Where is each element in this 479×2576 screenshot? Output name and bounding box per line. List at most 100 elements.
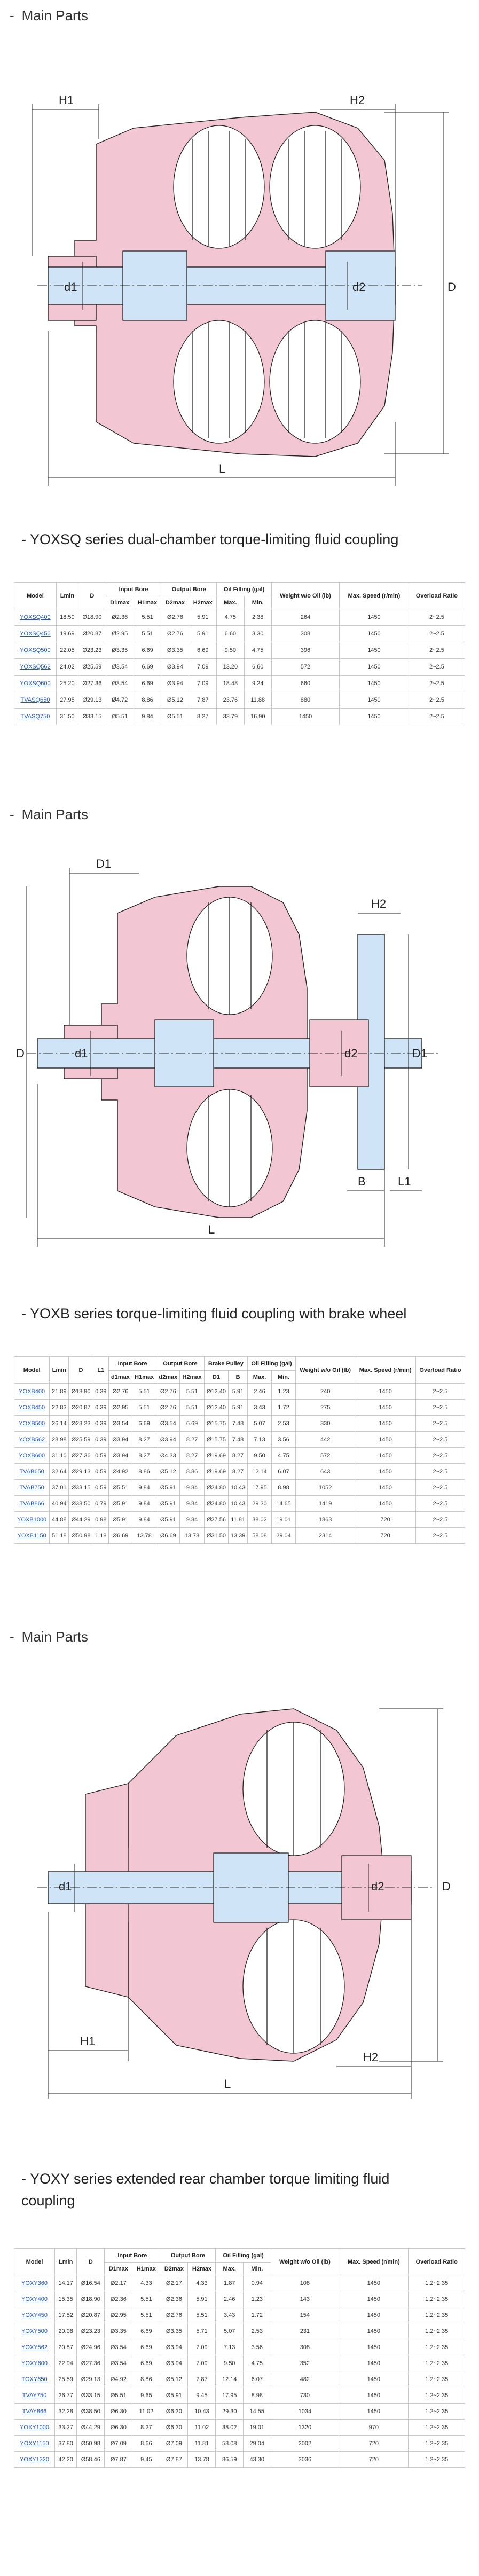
subtitle-dash: -	[21, 1306, 30, 1322]
table-cell: 0.94	[243, 2275, 271, 2291]
model-link[interactable]: YOXSQ450	[14, 625, 57, 642]
yoxsq-diagram: H1 H2 d1 d2 D L	[32, 93, 456, 486]
model-link[interactable]: TOXY650	[13, 2371, 56, 2387]
model-link[interactable]: YOXY450	[13, 2307, 56, 2323]
table-cell: 1.2~2.35	[408, 2355, 465, 2371]
table-cell: 1.2~2.35	[408, 2323, 465, 2339]
model-link[interactable]: TVAB750	[13, 1479, 50, 1496]
table-cell: 2~2.5	[415, 1479, 466, 1496]
table-cell: 2~2.5	[408, 675, 466, 692]
table-cell: 25.20	[56, 675, 78, 692]
table-cell: 970	[339, 2419, 409, 2436]
th-input-bore: Input Bore	[105, 582, 162, 596]
model-link[interactable]: YOXY1150	[13, 2435, 56, 2452]
model-link[interactable]: YOXB400	[13, 1383, 50, 1400]
table-cell: 0.39	[92, 1399, 109, 1416]
th-h1max: H1max	[132, 2262, 161, 2275]
model-link[interactable]: YOXSQ500	[14, 642, 57, 659]
table-cell: 7.48	[228, 1431, 248, 1448]
th-model: Model	[13, 2248, 56, 2275]
model-link[interactable]: YOXY360	[13, 2275, 56, 2291]
table-cell: 1034	[270, 2403, 340, 2420]
model-link[interactable]: YOXY500	[13, 2323, 56, 2339]
table-cell: 8.66	[132, 2435, 161, 2452]
model-link[interactable]: YOXSQ400	[14, 609, 57, 626]
table-cell: 5.51	[131, 1399, 157, 1416]
dim-d1: d1	[64, 280, 77, 294]
table-cell: 2~2.5	[415, 1415, 466, 1432]
th-lmin: Lmin	[49, 1356, 69, 1384]
table-cell: Ø2.76	[161, 625, 190, 642]
table-cell: 5.51	[133, 609, 162, 626]
th-weight: Weight w/o Oil (lb)	[270, 2248, 340, 2275]
table-cell: 2.46	[247, 1383, 272, 1400]
table-cell: 143	[270, 2291, 340, 2307]
table-cell: Ø3.94	[160, 2339, 189, 2355]
table-cell: 1.72	[243, 2307, 271, 2323]
model-link[interactable]: YOXB500	[13, 1415, 50, 1432]
model-link[interactable]: YOXY1000	[13, 2419, 56, 2436]
table-cell: 11.88	[244, 692, 272, 709]
table-cell: 22.05	[56, 642, 78, 659]
table-cell: 18.48	[216, 675, 245, 692]
th-lmin: Lmin	[56, 582, 78, 609]
table-cell: 1450	[339, 2323, 409, 2339]
th-input-bore: Input Bore	[104, 2248, 161, 2263]
table-cell: Ø27.36	[77, 675, 106, 692]
section-2-subtitle: - YOXB series torque-limiting fluid coup…	[21, 1303, 406, 1325]
table-cell: Ø2.76	[161, 609, 190, 626]
table-cell: 17.52	[54, 2307, 77, 2323]
model-link[interactable]: YOXB1150	[13, 1527, 50, 1544]
table-cell: Ø6.30	[104, 2403, 133, 2420]
model-link[interactable]: TVASQ650	[14, 692, 57, 709]
model-link[interactable]: YOXB562	[13, 1431, 50, 1448]
table-cell: Ø50.98	[76, 2435, 105, 2452]
table-cell: 13.78	[179, 1527, 205, 1544]
th-d2max: d2max	[156, 1370, 180, 1384]
model-link[interactable]: YOXY400	[13, 2291, 56, 2307]
table-cell: 51.18	[49, 1527, 69, 1544]
model-link[interactable]: TVAY750	[13, 2387, 56, 2404]
model-link[interactable]: YOXSQ562	[14, 658, 57, 676]
table-cell: Ø3.54	[156, 1415, 180, 1432]
table-cell: 29.30	[247, 1495, 272, 1512]
dim-h1: H1	[59, 93, 74, 107]
model-link[interactable]: YOXY562	[13, 2339, 56, 2355]
model-link[interactable]: YOXSQ600	[14, 675, 57, 692]
th-brake-d1: D1	[203, 1370, 229, 1384]
table-cell: 1052	[295, 1479, 356, 1496]
table-cell: 6.69	[133, 658, 162, 676]
model-link[interactable]: YOXB450	[13, 1399, 50, 1416]
table-cell: 7.09	[189, 675, 217, 692]
table-cell: 19.01	[243, 2419, 271, 2436]
th-output-bore: Output Bore	[156, 1356, 205, 1371]
table-cell: 4.33	[187, 2275, 216, 2291]
table-cell: 0.59	[92, 1479, 109, 1496]
table-cell: Ø3.54	[104, 2339, 133, 2355]
table-cell: 8.86	[179, 1463, 205, 1480]
table-cell: 1450	[339, 675, 409, 692]
table-cell: 8.98	[271, 1479, 296, 1496]
model-link[interactable]: YOXB600	[13, 1447, 50, 1464]
table-cell: 2~2.5	[408, 642, 466, 659]
table-cell: Ø3.35	[161, 642, 190, 659]
table-cell: 8.27	[189, 708, 217, 725]
table-cell: 31.10	[49, 1447, 69, 1464]
table-cell: 1450	[339, 2339, 409, 2355]
dim-h2: H2	[371, 897, 386, 910]
model-link[interactable]: YOXB1000	[13, 1511, 50, 1528]
table-cell: 2~2.5	[415, 1511, 466, 1528]
model-link[interactable]: YOXY1320	[13, 2451, 56, 2468]
model-link[interactable]: TVASQ750	[14, 708, 57, 725]
model-link[interactable]: TVAB650	[13, 1463, 50, 1480]
th-max: Max.	[247, 1370, 272, 1384]
table-cell: 2~2.5	[408, 658, 466, 676]
model-link[interactable]: TVAY866	[13, 2403, 56, 2420]
model-link[interactable]: TVAB866	[13, 1495, 50, 1512]
model-link[interactable]: YOXY600	[13, 2355, 56, 2371]
table-cell: 1450	[355, 1383, 416, 1400]
table-cell: 2~2.5	[415, 1431, 466, 1448]
table-cell: 7.09	[187, 2355, 216, 2371]
